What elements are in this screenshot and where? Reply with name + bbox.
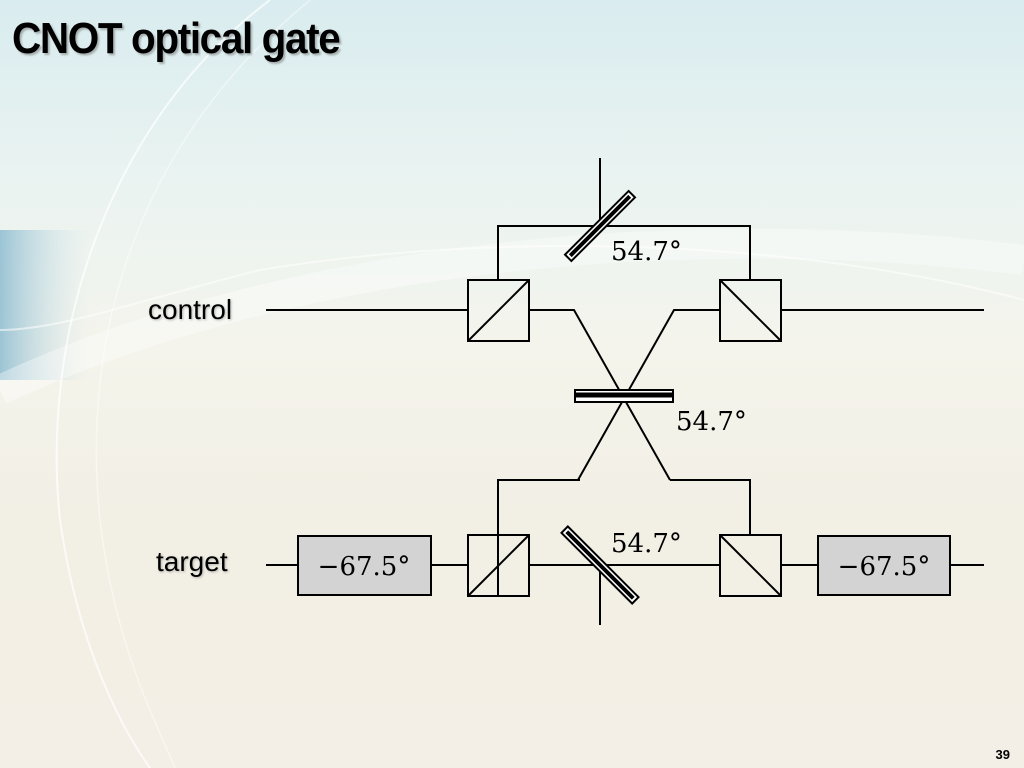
background-arc bbox=[0, 245, 1024, 331]
left-target-wave-plate-box bbox=[297, 535, 432, 596]
lower-left-path bbox=[497, 479, 580, 595]
beam-splitter-control-right bbox=[719, 279, 782, 342]
middle-plate-angle-label: 54.7° bbox=[676, 407, 747, 437]
background-glow bbox=[0, 228, 1024, 404]
page-number: 39 bbox=[995, 747, 1010, 762]
control-label: control bbox=[148, 294, 233, 325]
top-wave-plate bbox=[563, 189, 637, 263]
background-arc bbox=[95, 0, 311, 768]
bottom-wave-plate bbox=[560, 525, 640, 605]
cross-path-a bbox=[528, 309, 671, 481]
right-target-angle-label: −67.5° bbox=[838, 552, 931, 582]
beam-splitter-control-left bbox=[467, 279, 530, 342]
beam-splitter-target-left bbox=[467, 534, 530, 597]
slide-title: CNOT optical gate bbox=[12, 14, 341, 63]
target-label: target bbox=[156, 546, 228, 577]
cross-path-b bbox=[577, 309, 720, 481]
left-target-angle-label: −67.5° bbox=[318, 552, 411, 582]
background-arc bbox=[55, 0, 271, 768]
bottom-plate-angle-label: 54.7° bbox=[611, 529, 682, 559]
top-plate-angle-label: 54.7° bbox=[611, 237, 682, 267]
lower-right-path bbox=[670, 479, 751, 535]
right-target-wave-plate-box bbox=[817, 535, 951, 596]
upper-loop-path bbox=[497, 225, 751, 280]
middle-wave-plate bbox=[574, 389, 674, 403]
beam-splitter-target-right bbox=[719, 534, 782, 597]
